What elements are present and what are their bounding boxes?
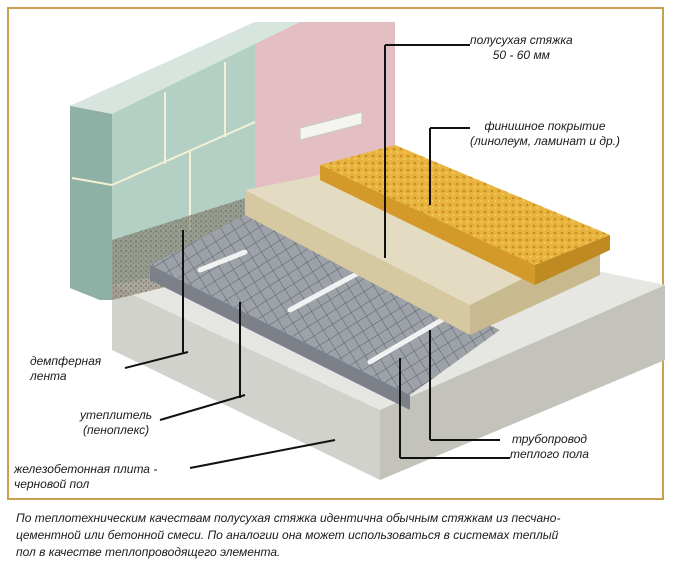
baseboard [299, 111, 363, 141]
floor-heating-pipes [197, 249, 448, 365]
label-insulation-line1: утеплитель [80, 408, 153, 422]
label-damper: демпферная лента [30, 354, 101, 384]
label-damper-line1: демпферная [30, 354, 102, 368]
label-pipe-line1: трубопровод [511, 432, 588, 446]
label-screed-line1: полусухая стяжка [470, 33, 573, 47]
label-slab-line1: железобетонная плита - [14, 462, 158, 476]
label-slab: железобетонная плита - черновой пол [14, 462, 157, 492]
caption-line3: пол в качестве теплопроводящего элемента… [16, 545, 281, 559]
label-finish: финишное покрытие (линолеум, ламинат и д… [470, 119, 620, 149]
caption: По теплотехническим качествам полусухая … [16, 510, 666, 561]
label-screed: полусухая стяжка 50 - 60 мм [470, 33, 573, 63]
label-slab-line2: черновой пол [14, 477, 90, 491]
label-damper-line2: лента [30, 369, 67, 383]
label-screed-line2: 50 - 60 мм [492, 48, 550, 62]
leader-lines [124, 44, 510, 469]
finish-coating [320, 145, 610, 285]
caption-line1: По теплотехническим качествам полусухая … [16, 511, 561, 525]
label-insulation: утеплитель (пеноплекс) [80, 408, 152, 438]
label-insulation-line2: (пеноплекс) [82, 423, 150, 437]
caption-line2: цементной или бетонной смеси. По аналоги… [16, 528, 559, 542]
label-finish-line1: финишное покрытие [484, 119, 606, 133]
insulation-layer [150, 215, 500, 410]
label-pipe-line2: теплого пола [510, 447, 589, 461]
floor-diagram [70, 22, 665, 480]
label-pipe: трубопровод теплого пола [510, 432, 589, 462]
label-finish-line2: (линолеум, ламинат и др.) [470, 134, 620, 148]
